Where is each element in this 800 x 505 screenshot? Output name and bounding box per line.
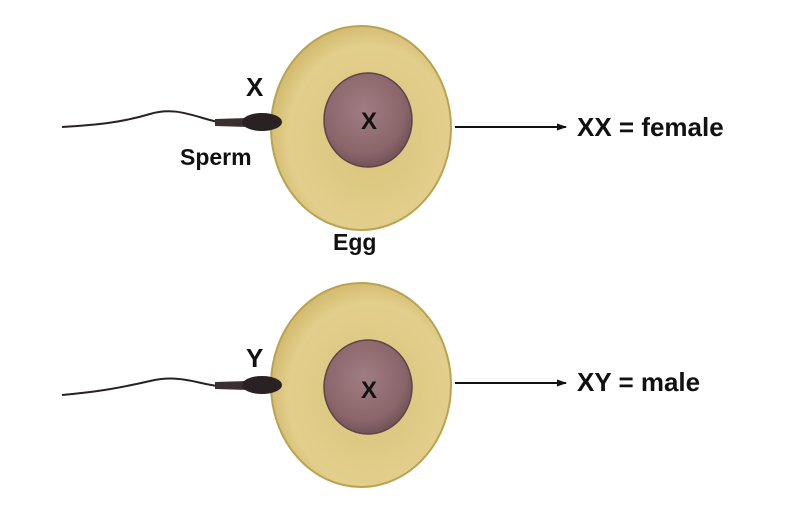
sperm-tail bbox=[61, 110, 219, 128]
panel-male bbox=[61, 282, 567, 488]
result-label: XX = female bbox=[577, 112, 724, 142]
sperm-tail bbox=[61, 377, 219, 396]
result-label: XY = male bbox=[577, 367, 701, 397]
egg-label: Egg bbox=[333, 229, 377, 255]
sperm-head bbox=[242, 113, 282, 131]
egg-chromosome-label: X bbox=[361, 377, 378, 404]
sperm-chromosome-label: Y bbox=[246, 343, 264, 373]
sperm-label: Sperm bbox=[180, 144, 252, 170]
sperm-head bbox=[242, 376, 282, 394]
panel-female bbox=[61, 25, 567, 231]
egg-chromosome-label: X bbox=[361, 108, 378, 135]
sperm-midpiece bbox=[215, 118, 248, 127]
egg-nucleus bbox=[323, 72, 413, 168]
sperm-chromosome-label: X bbox=[246, 72, 264, 102]
egg-nucleus bbox=[323, 339, 413, 435]
sperm-midpiece bbox=[215, 381, 248, 390]
